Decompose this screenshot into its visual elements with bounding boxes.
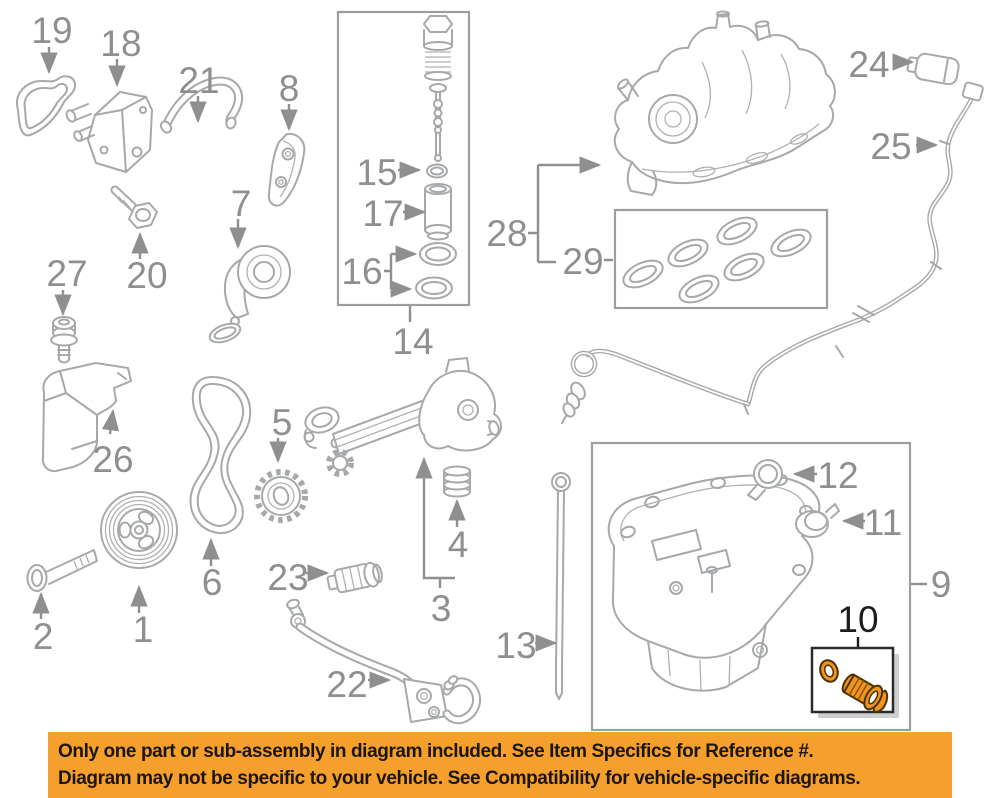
callout-29-label: 29: [562, 241, 603, 282]
part-25-wiring-harness-illustration: [561, 81, 984, 424]
part-4-seal-illustration: [443, 465, 471, 498]
callout-11-label: 11: [864, 502, 902, 543]
part-23-sensor-illustration: [326, 561, 383, 594]
part-20-bolt-illustration: [110, 185, 158, 229]
part-29-gaskets-illustration: [622, 216, 812, 304]
part-6-timing-chain-illustration: [189, 376, 252, 535]
callout-27-label: 27: [46, 253, 87, 294]
callout-1-label: 1: [133, 609, 154, 650]
callout-6-label: 6: [202, 562, 223, 603]
part-21-hose-illustration: [159, 76, 243, 134]
valve-top: [429, 83, 447, 93]
part-11-plug-illustration: [795, 503, 840, 538]
callout-17-label: 17: [362, 193, 403, 234]
valve-tip: [434, 154, 442, 162]
callout-3-bracket: [415, 456, 455, 580]
part-8-chain-guide-illustration: [267, 132, 306, 207]
part-27-bolt-illustration: [50, 316, 78, 364]
callout-24-label: 24: [848, 44, 889, 85]
callout-5-label: 5: [272, 402, 293, 443]
group-box-29: [613, 208, 829, 310]
callout-22-label: 22: [326, 664, 367, 705]
part-10-drain-plug-illustration: [819, 659, 889, 713]
callout-26-arrow: [101, 408, 120, 435]
callout-labels: 19 18 21 8 20 27 7 26 1 2 6 5 23 22 13 3…: [31, 10, 951, 705]
callout-7-label: 7: [231, 183, 252, 224]
callout-23-label: 23: [267, 557, 308, 598]
part-9-oil-pan-illustration: [607, 473, 821, 693]
notice-line-2: Diagram may not be specific to your vehi…: [58, 768, 861, 789]
callout-arrows: [32, 47, 939, 689]
callout-20-label: 20: [126, 255, 167, 296]
part-2-bolt-illustration: [26, 549, 98, 592]
group-box-9: [590, 441, 912, 732]
callout-14-label: 14: [392, 321, 433, 362]
callout-3-label: 3: [431, 588, 452, 629]
callout-21-label: 21: [178, 60, 219, 101]
callout-4-label: 4: [448, 524, 469, 565]
part-24-pcv-valve-illustration: [906, 52, 960, 86]
part-7-cover-illustration: [208, 245, 291, 344]
callout-16-bracket: [384, 254, 393, 289]
part-15-oring-illustration: [426, 163, 448, 179]
callout-18-label: 18: [100, 23, 141, 64]
part-28-intake-manifold-illustration: [613, 10, 836, 196]
part-19-gasket-illustration: [16, 75, 77, 137]
callout-26-label: 26: [92, 439, 133, 480]
part-26-bracket-illustration: [41, 362, 132, 473]
notice-line-1: Only one part or sub-assembly in diagram…: [58, 741, 814, 762]
callout-13-label: 13: [495, 625, 536, 666]
part-1-pulley-illustration: [100, 491, 178, 569]
part-14-filter-assembly-illustration: [415, 15, 457, 300]
notice-banner: Only one part or sub-assembly in diagram…: [48, 732, 952, 798]
callout-16-label: 16: [341, 251, 382, 292]
callout-28-label: 28: [486, 213, 527, 254]
callout-10-label: 10: [837, 599, 878, 640]
part-17-filter-element-illustration: [424, 183, 452, 241]
callout-28-bracket: [528, 165, 556, 264]
part-3-oil-pump-illustration: [303, 357, 502, 477]
callout-12-label: 12: [817, 455, 858, 496]
callout-15-label: 15: [356, 152, 397, 193]
callout-9-label: 9: [931, 564, 952, 605]
callout-25-label: 25: [870, 126, 911, 167]
part-12-sensor-illustration: [747, 459, 783, 501]
part-13-dipstick-illustration: [551, 472, 571, 700]
callout-2-label: 2: [33, 616, 54, 657]
callout-8-label: 8: [279, 68, 300, 109]
group-box-14: [336, 10, 471, 307]
callout-19-label: 19: [31, 10, 72, 51]
part-18-oil-cooler-illustration: [65, 91, 153, 173]
part-16-orings-illustration: [415, 242, 457, 300]
part-5-sprocket-illustration: [254, 469, 308, 523]
